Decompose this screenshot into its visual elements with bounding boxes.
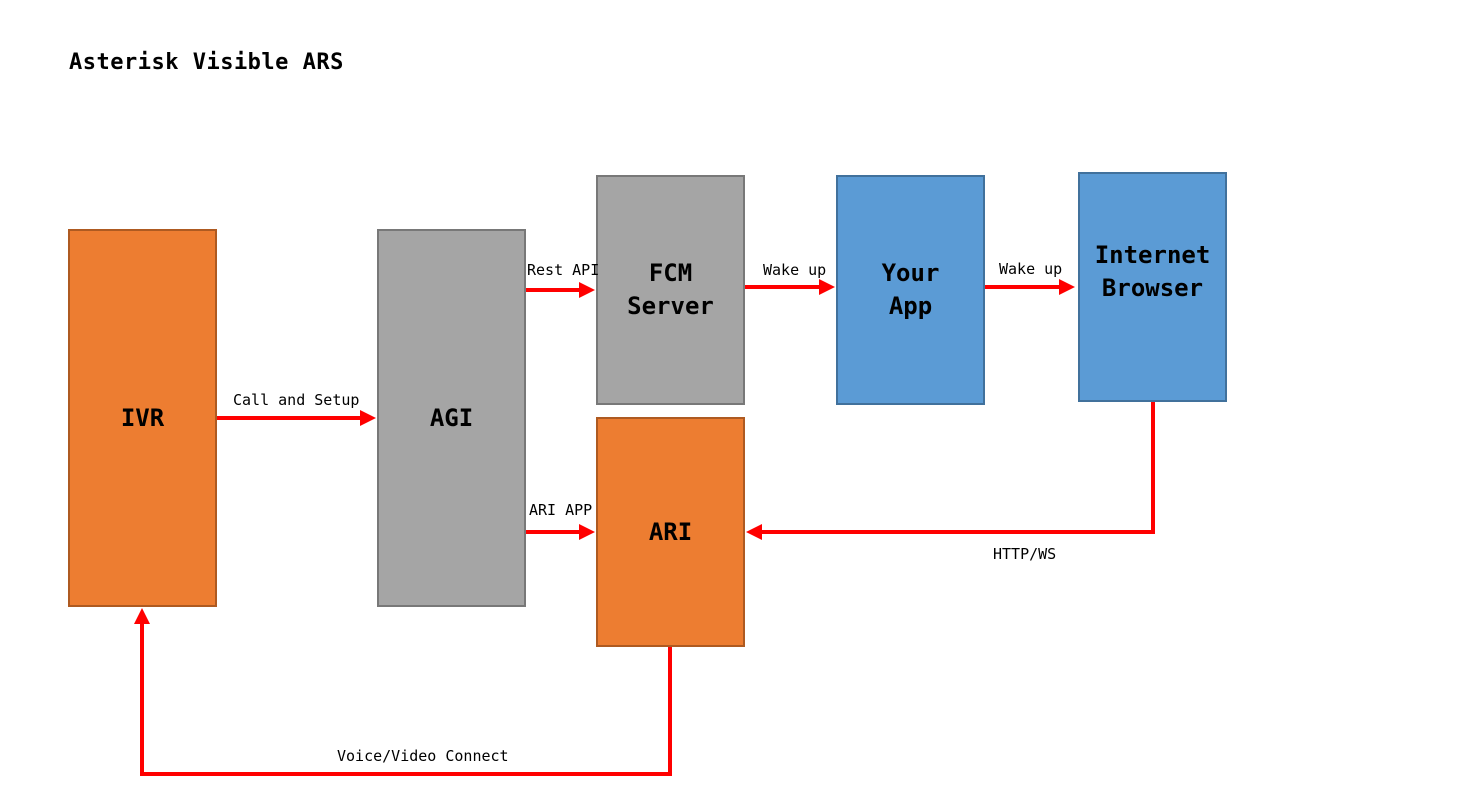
arrow-ari-to-ivr — [134, 608, 672, 776]
label-wake-up-fcm: Wake up — [763, 261, 827, 279]
label-http-ws: HTTP/WS — [993, 545, 1057, 563]
arrow-browser-to-ari — [746, 402, 1155, 540]
label-wake-up-app: Wake up — [999, 260, 1063, 278]
label-voice-video-connect: Voice/Video Connect — [337, 747, 509, 765]
label-ari-app: ARI APP — [529, 501, 593, 519]
node-internet-browser: Internet Browser — [1078, 172, 1227, 402]
node-fcm-server: FCM Server — [596, 175, 745, 405]
label-call-and-setup: Call and Setup — [233, 391, 360, 409]
node-agi: AGI — [377, 229, 526, 607]
diagram-title: Asterisk Visible ARS — [69, 50, 344, 75]
node-ivr: IVR — [68, 229, 217, 607]
label-rest-api: Rest API — [527, 261, 600, 279]
node-your-app: Your App — [836, 175, 985, 405]
node-ari: ARI — [596, 417, 745, 647]
